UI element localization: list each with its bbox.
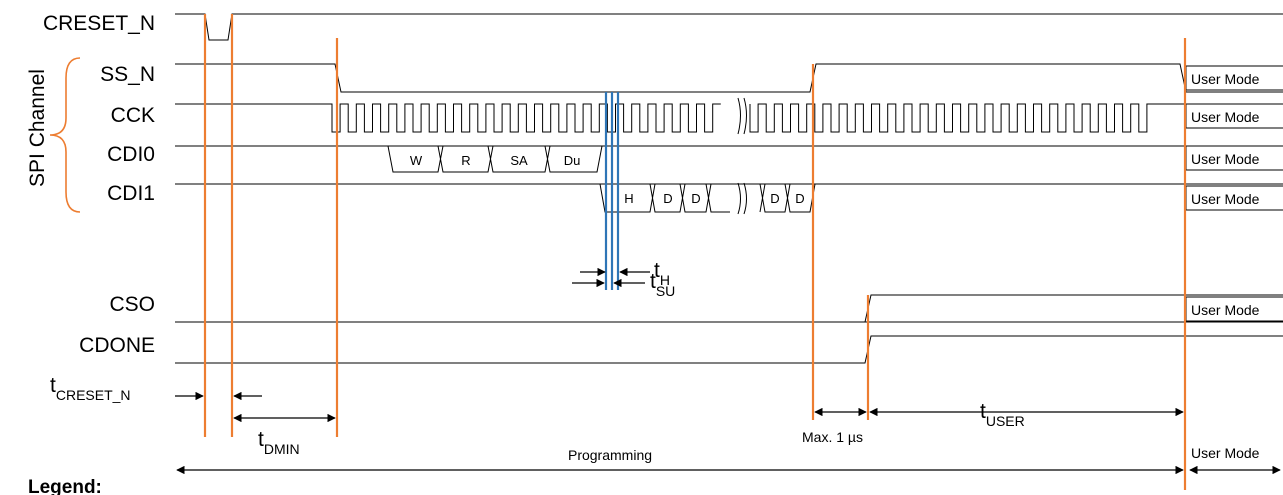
creset-wave [175,13,1283,41]
creset-label: CRESET_N [43,12,155,35]
orange-markers [203,14,1187,490]
tcreset-label: tCRESET_N [50,374,131,403]
spi-channel-label: SPI Channel [26,69,49,187]
cdi0-wave [175,145,1283,173]
max-label: Max. 1 µs [802,429,863,445]
user-mode-cdi0: User Mode [1191,151,1260,167]
tsu-label: tSU [650,270,675,299]
user-mode-cck: User Mode [1191,109,1260,125]
ss-label: SS_N [100,63,155,86]
cdi1-field-d3: D [770,191,779,206]
ss-wave [175,63,1283,93]
user-mode-bottom: User Mode [1191,445,1260,461]
cdi0-field-r: R [461,153,470,168]
cdi1-field-d1: D [663,191,672,206]
cdi1-wave [175,182,1283,215]
th-label: tH [654,259,670,288]
programming-label: Programming [568,447,652,463]
user-mode-cso: User Mode [1191,302,1260,318]
tuser-label: tUSER [980,400,1025,429]
cdi0-field-sa: SA [510,153,528,168]
cck-wave [175,103,1283,133]
cdi1-field-d4: D [795,191,804,206]
cck-break [737,97,747,135]
cdone-wave [175,335,1283,364]
spi-brace [49,57,81,213]
user-mode-cdi1: User Mode [1191,191,1260,207]
cdi0-field-w: W [410,153,423,168]
cdi0-field-du: Du [564,153,581,168]
tdmin-label: tDMIN [258,428,300,457]
cdi1-field-d2: D [691,191,700,206]
blue-setup-hold-lines [604,92,620,290]
cdi0-label: CDI0 [107,143,155,166]
cso-label: CSO [109,293,155,316]
cdi1-label: CDI1 [107,182,155,205]
user-mode-ss: User Mode [1191,71,1260,87]
cck-label: CCK [111,104,155,127]
cdi1-field-h: H [624,191,633,206]
cdone-label: CDONE [79,334,155,357]
cso-wave [175,294,1283,323]
legend-label: Legend: [28,477,102,495]
